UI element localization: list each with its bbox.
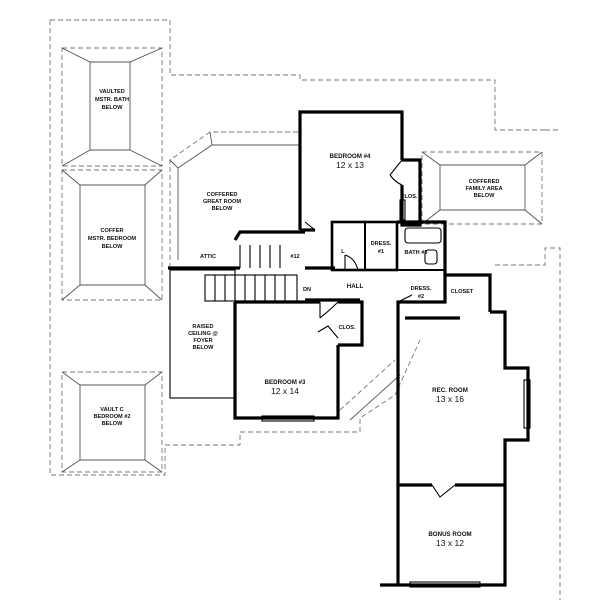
svg-text:BELOW: BELOW	[193, 345, 215, 351]
svg-text:BELOW: BELOW	[102, 244, 124, 250]
svg-text:RAISED: RAISED	[192, 324, 213, 330]
hall-label: HALL	[347, 283, 364, 290]
svg-text:REC. ROOM: REC. ROOM	[432, 387, 468, 394]
svg-text:12 x 13: 12 x 13	[336, 160, 364, 170]
coffer-bedroom-label: COFFER MSTR. BEDROOM BELOW	[88, 228, 137, 250]
details	[261, 159, 531, 588]
clos-b3-label: CLOS.	[338, 325, 356, 331]
svg-text:DRESS.: DRESS.	[411, 286, 432, 292]
stair-dn-label: DN	[303, 287, 311, 293]
bath3-label: BATH #3	[405, 250, 428, 256]
roof-outlines	[49, 19, 561, 600]
svg-text:12 x 14: 12 x 14	[271, 386, 299, 396]
coffered-great-room-label: COFFERED GREAT ROOM BELOW	[203, 192, 241, 212]
attic-label: ATTIC	[200, 254, 216, 260]
stair-note: #12	[290, 254, 299, 260]
stair-treads	[214, 245, 286, 301]
bonus-room-label: BONUS ROOM 13 x 12	[428, 531, 471, 548]
svg-text:BEDROOM #4: BEDROOM #4	[330, 153, 371, 160]
closet-label: CLOSET	[451, 289, 474, 295]
svg-text:BELOW: BELOW	[212, 206, 234, 212]
svg-text:DRESS.: DRESS.	[371, 241, 392, 247]
walls	[168, 110, 530, 587]
dress1-label: DRESS. #1	[371, 241, 392, 255]
bedroom3-label: BEDROOM #3 12 x 14	[265, 379, 306, 396]
dress2-label: DRESS. #2	[411, 286, 432, 300]
svg-text:GREAT ROOM: GREAT ROOM	[203, 199, 241, 205]
svg-text:COFFERED: COFFERED	[469, 179, 500, 185]
vaulted-bath-label: VAULTED MSTR. BATH BELOW	[95, 89, 129, 111]
svg-text:BELOW: BELOW	[474, 193, 496, 199]
svg-text:BONUS ROOM: BONUS ROOM	[428, 531, 471, 538]
raised-foyer-label: RAISED CEILING @ FOYER BELOW	[188, 324, 218, 351]
l-mark: L	[341, 249, 345, 255]
svg-text:BELOW: BELOW	[102, 421, 124, 427]
svg-text:CEILING @: CEILING @	[188, 331, 218, 337]
clos-b4-label: CLOS.	[400, 194, 418, 200]
svg-text:#2: #2	[418, 294, 424, 300]
svg-text:COFFER: COFFER	[101, 228, 124, 234]
svg-text:FAMILY AREA: FAMILY AREA	[465, 186, 502, 192]
svg-text:MSTR. BEDROOM: MSTR. BEDROOM	[88, 236, 137, 242]
svg-text:VAULTED: VAULTED	[99, 89, 125, 95]
svg-text:COFFERED: COFFERED	[207, 192, 238, 198]
svg-text:VAULT C: VAULT C	[100, 407, 123, 413]
svg-text:BELOW: BELOW	[102, 105, 124, 111]
bedroom4-label: BEDROOM #4 12 x 13	[330, 153, 371, 170]
svg-text:MSTR. BATH: MSTR. BATH	[95, 97, 129, 103]
svg-text:BEDROOM #3: BEDROOM #3	[265, 379, 306, 386]
svg-text:FOYER: FOYER	[193, 338, 212, 344]
svg-text:13 x 16: 13 x 16	[436, 394, 464, 404]
coffered-family-label: COFFERED FAMILY AREA BELOW	[465, 179, 502, 199]
rec-room-label: REC. ROOM 13 x 16	[432, 387, 468, 404]
svg-text:#1: #1	[378, 249, 384, 255]
svg-text:13 x 12: 13 x 12	[436, 538, 464, 548]
vault-bedroom2-label: VAULT C BEDROOM #2 BELOW	[94, 407, 131, 427]
svg-text:BEDROOM #2: BEDROOM #2	[94, 414, 131, 420]
